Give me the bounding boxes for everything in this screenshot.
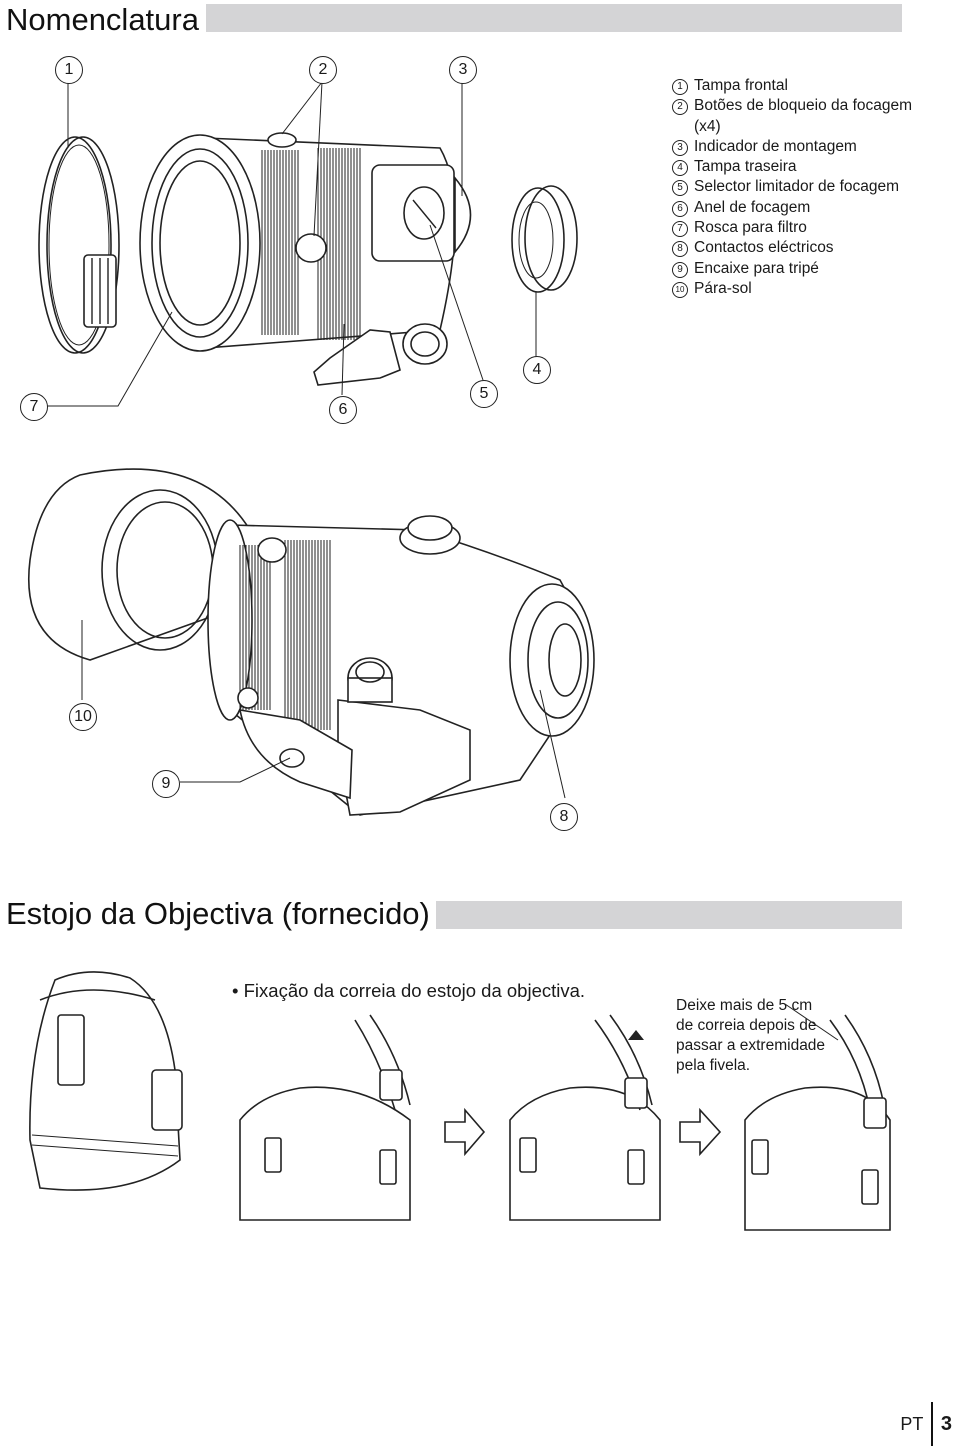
legend-label: Anel de focagem — [694, 198, 811, 216]
callout-6: 6 — [329, 396, 357, 424]
legend-item: 8 Contactos eléctricos — [672, 238, 922, 258]
legend-list: 1 Tampa frontal 2 Botões de bloqueio da foc… — [672, 76, 922, 299]
strap-note: Deixe mais de 5 cm de correia depois de … — [676, 997, 826, 1074]
legend-item: 7 Rosca para filtro — [672, 218, 922, 238]
legend-label: Tampa frontal — [694, 77, 788, 94]
legend-number: 6 — [672, 200, 688, 217]
legend-item: 9 Encaixe para tripé — [672, 259, 922, 279]
legend-label: Rosca para filtro — [694, 219, 807, 237]
callout-8: 8 — [550, 803, 578, 831]
callout-leaders-2 — [81, 620, 566, 799]
instruction-bullet: • Fixação da correia do estojo da object… — [232, 980, 586, 1001]
lens-body-drawing — [139, 132, 472, 386]
callout-5: 5 — [470, 380, 498, 408]
legend-number: 5 — [672, 180, 688, 197]
callout-10: 10 — [69, 703, 97, 731]
callout-4: 4 — [523, 356, 551, 384]
legend-item: 4 Tampa traseira — [672, 157, 922, 177]
callout-1: 1 — [55, 56, 83, 84]
legend-number: 3 — [672, 139, 688, 156]
legend-item: 6 Anel de focagem — [672, 198, 922, 218]
callout-3: 3 — [449, 56, 477, 84]
legend-item: 2 Botões de bloqueio da focagem (x4) — [672, 96, 922, 137]
lens-exploded-figure — [38, 81, 578, 407]
section-title-bar — [206, 4, 902, 32]
section-title-lens-case: Estojo da Objectiva (fornecido) — [6, 896, 430, 931]
language-code: PT — [900, 1413, 924, 1434]
section-title-bar-2 — [436, 901, 902, 929]
lens-with-hood-figure — [28, 468, 595, 816]
section-title-nomenclature: Nomenclatura — [6, 2, 199, 37]
legend-number: 2 — [672, 99, 688, 116]
arrow-right-1 — [444, 1107, 486, 1157]
legend-label: Contactos eléctricos — [694, 239, 834, 257]
arrow-right-2 — [679, 1107, 722, 1157]
page-footer: PT 3 — [900, 1402, 952, 1446]
callout-9: 9 — [152, 770, 180, 798]
legend-label: Tampa traseira — [694, 158, 797, 176]
legend-item: 5 Selector limitador de focagem — [672, 177, 922, 197]
legend-item: 10 Pára-sol — [672, 279, 922, 299]
strap-step-3-drawing — [744, 1003, 891, 1231]
callout-leaders — [46, 81, 537, 407]
legend-number: 8 — [672, 241, 688, 258]
lens-case-figure — [29, 971, 891, 1231]
legend-label: Pára-sol — [694, 279, 752, 297]
callout-7: 7 — [20, 393, 48, 421]
lens-case-drawing — [29, 971, 183, 1191]
strap-step-2-drawing — [509, 1014, 661, 1221]
lens-body-rear-drawing — [207, 515, 595, 816]
callout-2: 2 — [309, 56, 337, 84]
legend-item: 3 Indicador de montagem — [672, 137, 922, 157]
page-number: 3 — [940, 1412, 952, 1435]
legend-number: 1 — [672, 79, 688, 95]
legend-number: 7 — [672, 221, 688, 238]
legend-label: Encaixe para tripé — [694, 259, 819, 277]
legend-number: 10 — [672, 281, 688, 298]
legend-number: 9 — [672, 261, 688, 278]
legend-label: Indicador de montagem — [694, 137, 857, 155]
footer-divider — [931, 1402, 933, 1446]
rear-cap-drawing — [511, 185, 578, 293]
front-cap-drawing — [38, 136, 120, 354]
legend-label: Botões de bloqueio da focagem (x4) — [694, 97, 913, 135]
strap-step-1-drawing — [239, 1014, 411, 1221]
legend-item: 1 Tampa frontal — [672, 76, 922, 96]
legend-label: Selector limitador de focagem — [694, 178, 900, 196]
legend-number: 4 — [672, 160, 688, 177]
